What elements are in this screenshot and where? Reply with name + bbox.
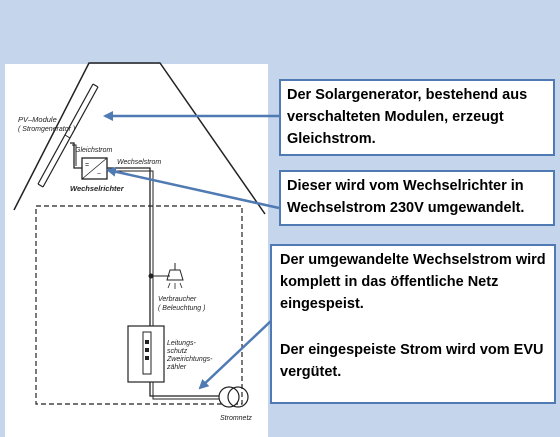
inverter-label: Wechselrichter [70, 184, 125, 193]
consumer-label: Verbraucher [158, 296, 197, 303]
svg-text:~: ~ [97, 171, 101, 178]
callout-payment-text: Der eingespeiste Strom wird vom EVU verg… [280, 342, 544, 380]
house-roof [13, 62, 266, 215]
callout-inverter-text: Dieser wird vom Wechselrichter in Wechse… [287, 178, 525, 216]
ac-wire [107, 167, 151, 326]
meter-label-1: Leitungs- [167, 340, 196, 347]
meter-label-2: schutz [167, 348, 188, 355]
consumer-sub-label: ( Beleuchtung ) [158, 305, 205, 312]
bidirectional-meter [142, 331, 152, 375]
meter-label-3: Zweirichtungs- [166, 356, 213, 363]
gleichstrom-label: Gleichstrom [75, 147, 113, 154]
pv-module-label: PV–Module [18, 115, 57, 124]
svg-text:=: = [85, 162, 89, 169]
transformer-icon [218, 386, 249, 408]
callout-feed-in-text: Der umgewandelte Wechselstrom wird kompl… [280, 252, 546, 312]
lamp-icon [166, 263, 184, 289]
wechselstrom-label: Wechselstrom [117, 159, 161, 166]
grid-label: Stromnetz [220, 415, 252, 422]
arrow-to-inverter [106, 166, 280, 210]
callout-inverter: Dieser wird vom Wechselrichter in Wechse… [279, 170, 555, 226]
callout-feed-in: Der umgewandelte Wechselstrom wird kompl… [270, 244, 556, 404]
pv-module-sub-label: ( Stromgenerator ) [18, 126, 75, 133]
meter-label-4: zähler [166, 364, 187, 371]
house-body [35, 205, 243, 405]
pv-module [37, 83, 99, 188]
callout-solar-text: Der Solargenerator, bestehend aus versch… [287, 87, 528, 147]
arrow-to-meter [198, 319, 273, 390]
dc-wire [70, 142, 82, 169]
inverter-box: = ~ [81, 157, 108, 180]
callout-solar-generator: Der Solargenerator, bestehend aus versch… [279, 79, 555, 156]
grid-wire [149, 382, 221, 397]
